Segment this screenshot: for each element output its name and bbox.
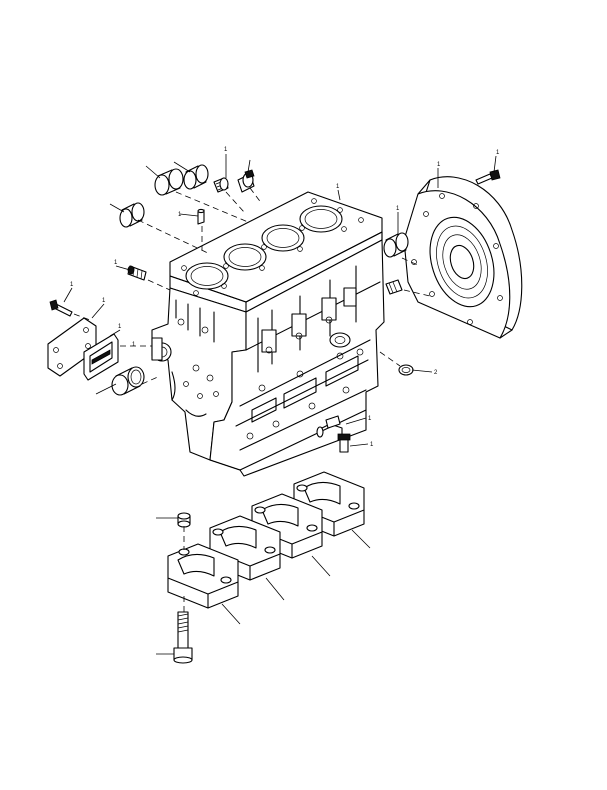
main-bearing-bolt bbox=[173, 611, 193, 664]
callout-mark: 2 bbox=[434, 370, 438, 376]
cup-plug-large-1 bbox=[154, 168, 184, 196]
bearing-cap-2 bbox=[209, 515, 281, 581]
callout-mark: 1 bbox=[396, 206, 400, 212]
bearing-cap-1 bbox=[167, 543, 239, 609]
cup-plugs-and-sleeves bbox=[111, 164, 414, 396]
cup-plug-large-3 bbox=[119, 202, 145, 228]
housing-bolts bbox=[316, 169, 501, 453]
cover-bolt bbox=[49, 299, 73, 317]
gallery-plug-left bbox=[127, 265, 147, 281]
callout-mark: 1 bbox=[496, 150, 500, 156]
threaded-plug-2 bbox=[237, 169, 255, 193]
callout-mark: 1 bbox=[368, 416, 372, 422]
housing-bolt-top bbox=[475, 169, 501, 185]
callout-mark: 1 bbox=[118, 324, 122, 330]
callout-mark: 1 bbox=[132, 342, 136, 348]
cam-bushing bbox=[111, 366, 145, 396]
cover-plate-and-gasket bbox=[47, 299, 119, 381]
threaded-plug-1 bbox=[213, 177, 229, 193]
callout-mark: 1 bbox=[102, 298, 106, 304]
callout-marks: 1 1 1 1 1 1 1 1 1 1 1 2 1 1 bbox=[70, 147, 500, 448]
drain-plug bbox=[398, 364, 414, 376]
callout-mark: 1 bbox=[224, 147, 228, 153]
callout-mark: 1 bbox=[114, 260, 118, 266]
oil-pipe-bracket bbox=[316, 415, 343, 438]
leader-lines bbox=[63, 154, 497, 655]
rear-seal-housing bbox=[403, 176, 523, 339]
cap-dowel bbox=[177, 512, 191, 528]
callout-mark: 1 bbox=[370, 442, 374, 448]
callout-mark: 1 bbox=[70, 282, 74, 288]
threaded-plug-right bbox=[385, 279, 403, 295]
main-bearing-caps bbox=[167, 471, 365, 664]
callout-mark: 1 bbox=[178, 212, 182, 218]
cylinder-block bbox=[151, 191, 385, 477]
cup-plug-rear bbox=[383, 232, 409, 258]
bracket-bolt bbox=[337, 433, 351, 453]
assembly-lines bbox=[73, 187, 431, 612]
dowel-pin bbox=[197, 208, 205, 225]
cup-plug-large-2 bbox=[183, 164, 209, 190]
callout-mark: 1 bbox=[336, 184, 340, 190]
callout-mark: 1 bbox=[437, 162, 441, 168]
